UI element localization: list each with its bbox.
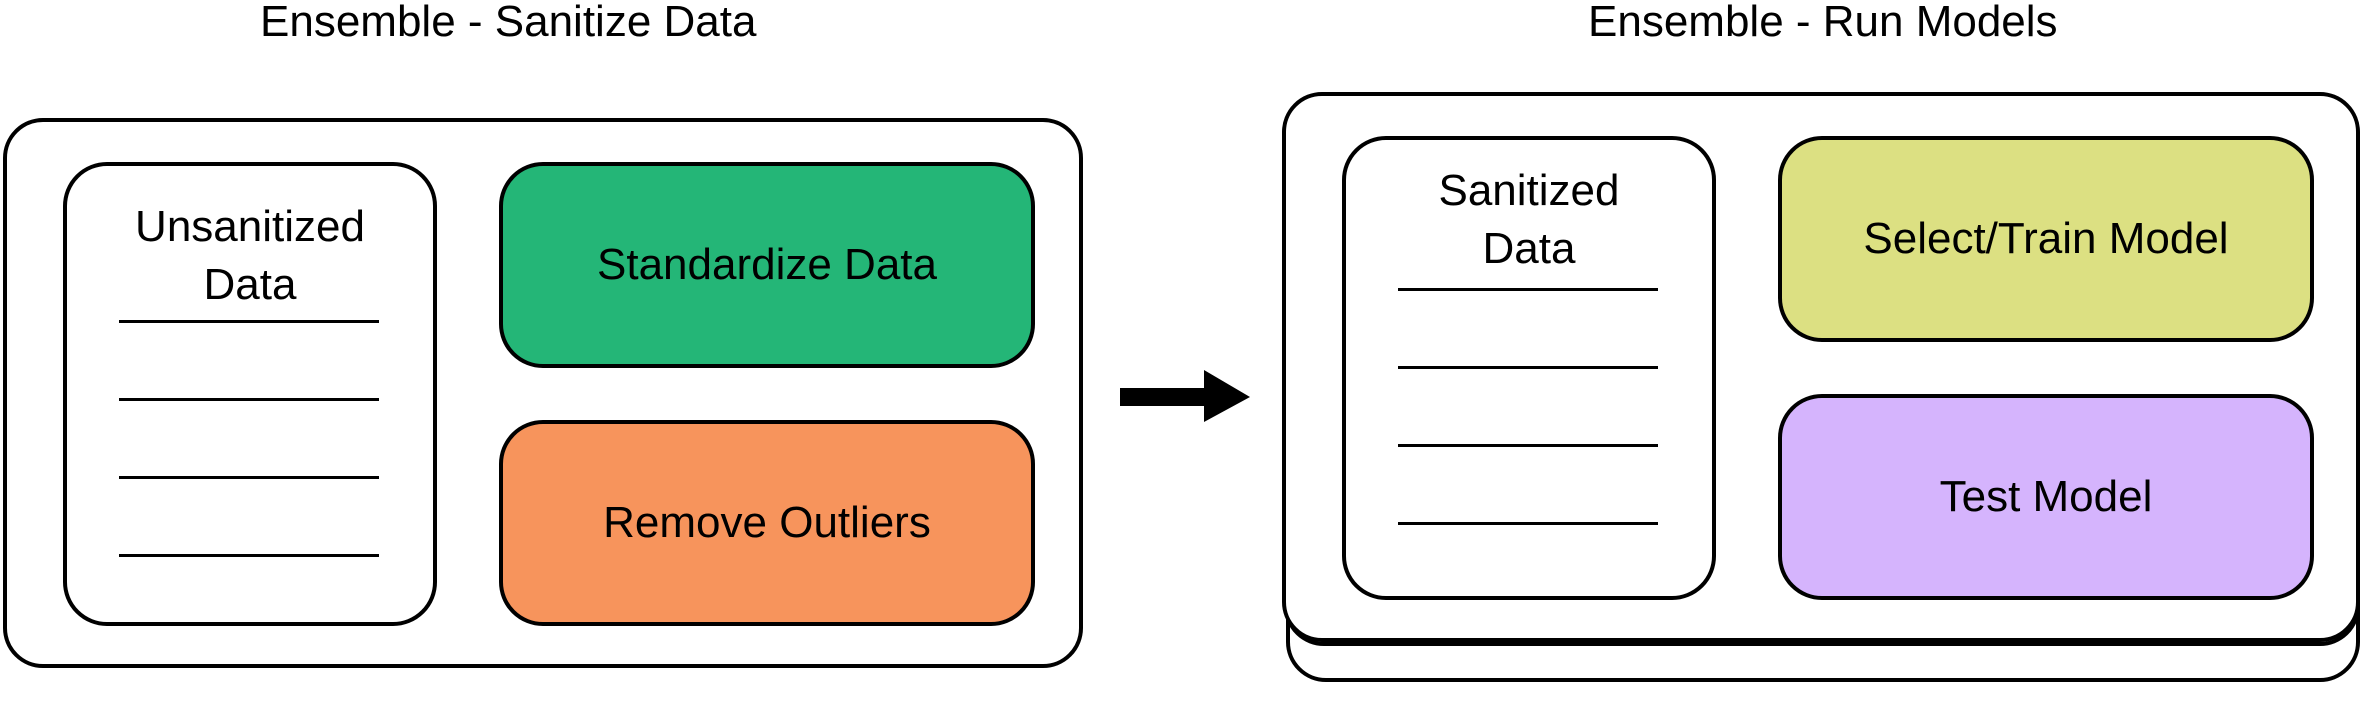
data-row-line: [1398, 366, 1658, 369]
sanitize-stage-panel: Unsanitized Data Standardize Data Remove…: [3, 118, 1083, 668]
data-row-line: [1398, 522, 1658, 525]
sanitized-data-title-line1: Sanitized: [1438, 166, 1620, 215]
sanitized-data-title-line2: Data: [1482, 224, 1576, 273]
standardize-data-step: Standardize Data: [499, 162, 1035, 368]
data-row-line: [1398, 444, 1658, 447]
select-train-model-label: Select/Train Model: [1863, 214, 2229, 263]
test-model-label: Test Model: [1939, 472, 2153, 521]
data-row-line: [119, 398, 379, 401]
test-model-step: Test Model: [1778, 394, 2314, 600]
standardize-data-label: Standardize Data: [597, 240, 937, 289]
data-row-line: [119, 554, 379, 557]
data-row-line: [1398, 288, 1658, 291]
unsanitized-data-title-line1: Unsanitized: [135, 202, 365, 251]
remove-outliers-step: Remove Outliers: [499, 420, 1035, 626]
unsanitized-data-card: Unsanitized Data: [63, 162, 437, 626]
select-train-model-step: Select/Train Model: [1778, 136, 2314, 342]
sanitized-data-card: Sanitized Data: [1342, 136, 1716, 600]
remove-outliers-label: Remove Outliers: [603, 498, 931, 547]
data-row-line: [119, 476, 379, 479]
run-models-stage-title: Ensemble - Run Models: [1588, 0, 2058, 46]
run-models-stage-panel: Sanitized Data Select/Train Model Test M…: [1282, 92, 2360, 642]
right-arrow-icon: [1120, 370, 1250, 422]
unsanitized-data-title-line2: Data: [203, 260, 297, 309]
sanitize-stage-title: Ensemble - Sanitize Data: [260, 0, 757, 46]
data-row-line: [119, 320, 379, 323]
